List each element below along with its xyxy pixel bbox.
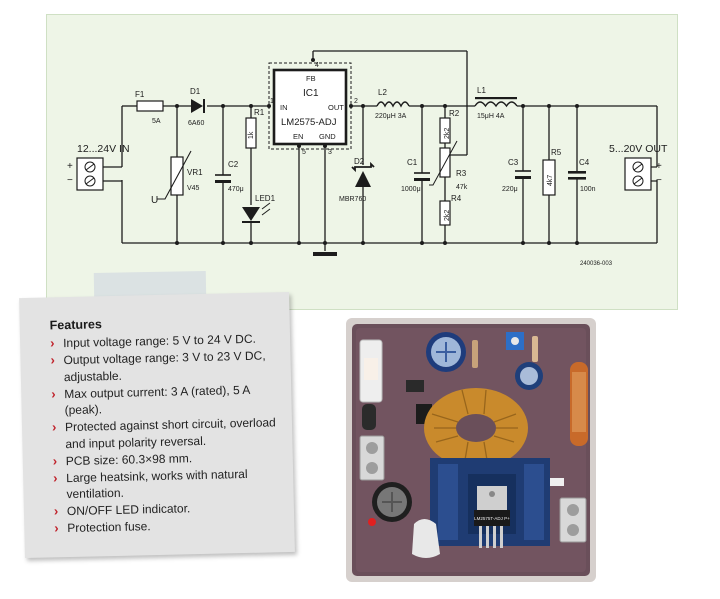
inductor-l2-symbol — [376, 101, 410, 108]
r4-value: 2k2 — [444, 210, 451, 221]
d2-label: D2 — [354, 157, 365, 166]
features-title: Features — [49, 317, 102, 333]
pin4-label: 4 — [315, 62, 319, 69]
r2-value: 2k2 — [444, 128, 451, 139]
pin1-label: 1 — [270, 98, 274, 105]
c3-value: 220μ — [502, 186, 518, 193]
led-symbol — [242, 202, 271, 223]
output-label: 5...20V OUT — [609, 143, 668, 155]
c2-value: 470μ — [228, 186, 244, 193]
figure-reference: 240036-003 — [580, 261, 613, 267]
l2-value: 220μH 3A — [375, 113, 407, 120]
feature-item: ›Max output current: 3 A (rated), 5 A (p… — [51, 382, 250, 418]
chevron-right-icon: › — [52, 469, 58, 485]
r1-label: R1 — [254, 108, 265, 117]
schematic-panel: 12...24V IN + − 5...20V OUT + − F1 5A D1… — [46, 14, 678, 310]
chevron-right-icon: › — [52, 452, 58, 468]
capacitor-c2-symbol — [215, 174, 231, 183]
resistor-r2-symbol — [439, 117, 451, 144]
chevron-right-icon: › — [53, 503, 59, 519]
r3-label: R3 — [456, 169, 467, 178]
feature-item: ›Protected against short circuit, overlo… — [51, 415, 276, 451]
ic-in-label: IN — [280, 103, 288, 112]
ic1-regulator — [268, 62, 352, 150]
c4-label: C4 — [579, 158, 590, 167]
input-terminal-block — [76, 157, 122, 191]
pin2-label: 2 — [354, 98, 358, 105]
ic-en-label: EN — [293, 132, 303, 141]
f1-value: 5A — [152, 118, 161, 125]
chevron-right-icon: › — [49, 335, 55, 351]
pcb-photo: LM2575T-ADJ P+ — [346, 318, 596, 582]
diode-d2-symbol — [351, 161, 375, 187]
vr1-u-label: U — [151, 195, 158, 206]
pin5-label: 5 — [302, 149, 306, 156]
feature-item: ›Large heatsink, works with natural vent… — [52, 466, 248, 502]
ic-fb-label: FB — [306, 74, 316, 83]
output-terminal-block — [624, 157, 657, 191]
ic-gnd-label: GND — [319, 132, 336, 141]
input-label: 12...24V IN — [77, 143, 130, 155]
f1-label: F1 — [135, 90, 145, 99]
d2-value: MBR760 — [339, 196, 366, 203]
r2-label: R2 — [449, 109, 460, 118]
ic1-label: IC1 — [303, 88, 319, 99]
d1-value: 6A60 — [188, 120, 204, 127]
r3-value: 47k — [456, 184, 468, 191]
l1-value: 15μH 4A — [477, 113, 505, 120]
l2-label: L2 — [378, 88, 387, 97]
capacitor-c3-symbol — [515, 170, 531, 179]
r4-label: R4 — [451, 194, 462, 203]
output-plus-label: + — [656, 161, 662, 172]
ic1-part-label: LM2575-ADJ — [281, 117, 337, 128]
led1-label: LED1 — [255, 194, 276, 203]
chevron-right-icon: › — [51, 419, 57, 435]
c1-value: 1000μ — [401, 186, 421, 193]
resistor-r1-symbol — [245, 117, 257, 149]
resistor-r5-symbol — [542, 159, 556, 196]
vr1-value: V45 — [187, 185, 200, 192]
ic-out-label: OUT — [328, 103, 344, 112]
capacitor-c1-symbol — [414, 172, 430, 181]
output-minus-label: − — [656, 175, 662, 186]
r1-value: 1k — [248, 131, 255, 139]
ic-marking: LM2575T-ADJ P+ — [474, 516, 510, 521]
c2-label: C2 — [228, 160, 239, 169]
chevron-right-icon: › — [54, 520, 59, 536]
capacitor-c4-symbol — [568, 171, 586, 180]
fuse-symbol — [136, 100, 164, 112]
c4-value: 100n — [580, 186, 596, 193]
feature-item: ›Output voltage range: 3 V to 23 V DC, a… — [50, 348, 266, 384]
potentiometer-r3-symbol — [429, 140, 458, 186]
vr1-label: VR1 — [187, 168, 203, 177]
l1-label: L1 — [477, 86, 486, 95]
c1-label: C1 — [407, 158, 418, 167]
features-card: Features ›Input voltage range: 5 V to 24… — [19, 291, 295, 559]
input-plus-label: + — [67, 161, 73, 172]
pin3-label: 3 — [328, 149, 332, 156]
diode-d1-symbol — [191, 99, 205, 113]
resistor-r4-symbol — [439, 200, 451, 226]
r5-value: 4k7 — [547, 175, 554, 186]
chevron-right-icon: › — [50, 352, 56, 368]
varistor-symbol — [157, 150, 192, 200]
inductor-l1-symbol — [474, 101, 518, 108]
circuit-diagram: 12...24V IN + − 5...20V OUT + − F1 5A D1… — [67, 50, 668, 267]
c3-label: C3 — [508, 158, 519, 167]
d1-label: D1 — [190, 87, 201, 96]
input-minus-label: − — [67, 175, 73, 186]
chevron-right-icon: › — [51, 385, 56, 401]
features-list: ›Input voltage range: 5 V to 24 V DC. ›O… — [50, 330, 289, 537]
r5-label: R5 — [551, 148, 562, 157]
